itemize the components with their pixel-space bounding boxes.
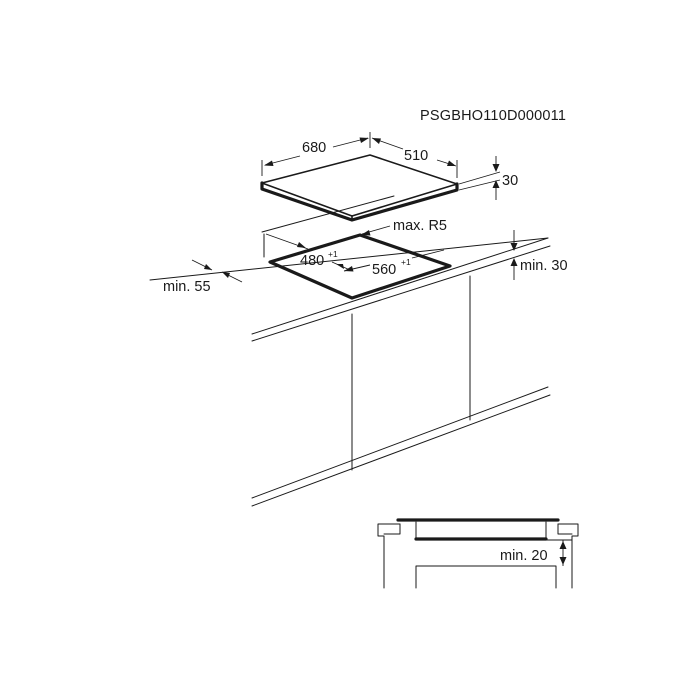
hob-height-dimension: 30 (458, 156, 518, 200)
worktop-front-top (251, 237, 549, 335)
detail-left-worktop (377, 523, 401, 589)
wall-distance-label: min. 30 (520, 258, 568, 274)
corner-radius-callout: max. R5 (361, 218, 447, 236)
worktop-front-bottom (251, 245, 551, 342)
cutout-outline (268, 233, 452, 300)
worktop-line-upper (149, 237, 549, 281)
hob-width-label: 680 (302, 140, 326, 156)
hob-top-surface (261, 154, 458, 217)
cabinet-base-top (251, 386, 549, 499)
drawing-code: PSGBHO110D000011 (420, 108, 566, 124)
cutout-depth-label: 480 (300, 253, 324, 269)
hob-slab (260, 154, 459, 222)
cutout-width-label: 560 (372, 262, 396, 278)
hob-depth-dimension: 510 (371, 137, 458, 178)
worktop (149, 195, 551, 342)
detail-right-worktop (557, 523, 579, 589)
cutout-opening (263, 233, 452, 300)
hob-width-dimension: 680 (261, 132, 371, 176)
detail-hob-body (415, 521, 547, 541)
cabinet (251, 275, 551, 507)
worktop-back-edge (261, 195, 395, 233)
detail-left-edge (383, 523, 401, 535)
cutout-depth-dimension: 480 +1 (265, 233, 351, 271)
hob-height-label: 30 (502, 173, 518, 189)
detail-right-edge (557, 523, 573, 535)
corner-radius-label: max. R5 (393, 218, 447, 234)
wall-distance-dimension: min. 30 (510, 230, 568, 280)
cutout-depth-tolerance: +1 (328, 249, 338, 259)
cutout-width-tolerance: +1 (401, 257, 411, 267)
section-detail: min. 20 (377, 518, 579, 589)
cutout-width-dimension: 560 +1 (343, 249, 445, 278)
clearance-label: min. 20 (500, 548, 548, 564)
front-distance-label: min. 55 (163, 279, 211, 295)
front-distance-dimension: min. 55 (163, 259, 243, 295)
cabinet-base-bottom (251, 394, 551, 507)
detail-lower-box (415, 565, 557, 589)
hob-depth-label: 510 (404, 148, 428, 164)
